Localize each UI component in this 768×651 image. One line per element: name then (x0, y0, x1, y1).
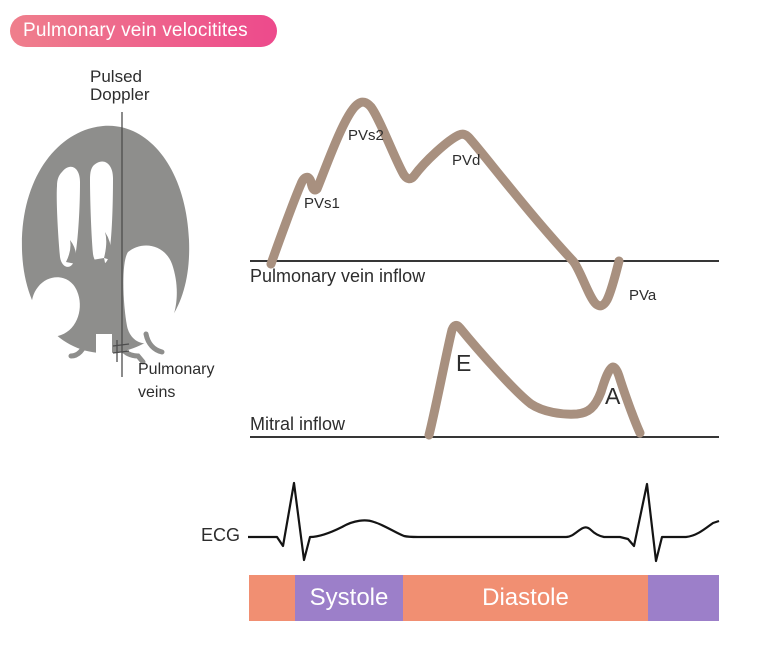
valve-leaflet-3 (104, 232, 112, 260)
e-wave-label: E (456, 350, 472, 376)
mitral-inflow-label: Mitral inflow (250, 414, 346, 434)
pulmonary-vein-stub-2 (143, 331, 165, 355)
pulmonary-vein-stub-1 (115, 337, 146, 365)
timeline-segment-diastole: Diastole (403, 575, 648, 621)
timeline-segment-systole-next (648, 575, 719, 621)
a-wave-label: A (605, 383, 621, 409)
systole-label: Systole (309, 584, 389, 611)
pvd-label: PVd (452, 152, 481, 169)
pv-inflow-curve (266, 97, 624, 311)
left-ventricle-cavity (56, 166, 80, 267)
pulsed-doppler-label: Pulsed Doppler (90, 67, 150, 104)
timeline-segment-diastole-end (249, 575, 295, 621)
right-atrium-cavity (123, 245, 177, 344)
title-banner: Pulmonary vein velocitites (10, 15, 277, 47)
valve-leaflet-1 (66, 240, 77, 264)
heart-illustration (21, 112, 190, 377)
pvs1-label: PVs1 (304, 195, 340, 212)
valve-leaflet-2 (84, 232, 93, 260)
vein-opening-gap (96, 334, 112, 358)
cardiac-cycle-timeline: Systole Diastole (249, 575, 719, 621)
pvs2-label: PVs2 (348, 127, 384, 144)
left-atrium-cavity (31, 277, 80, 337)
pva-label: PVa (629, 287, 657, 304)
ecg-label: ECG (201, 525, 241, 545)
pulmonary-vein-stub-3 (68, 337, 89, 359)
title-text: Pulmonary vein velocitites (23, 20, 248, 41)
septum-column (89, 258, 107, 346)
timeline-segment-systole: Systole (295, 575, 403, 621)
diastole-label: Diastole (482, 584, 569, 611)
sample-volume-marker (112, 340, 130, 362)
mitral-inflow-curve (424, 320, 645, 440)
pulmonary-veins-label: Pulmonary veins (138, 361, 215, 401)
pv-inflow-label: Pulmonary vein inflow (250, 266, 426, 286)
ecg-trace (248, 481, 720, 563)
